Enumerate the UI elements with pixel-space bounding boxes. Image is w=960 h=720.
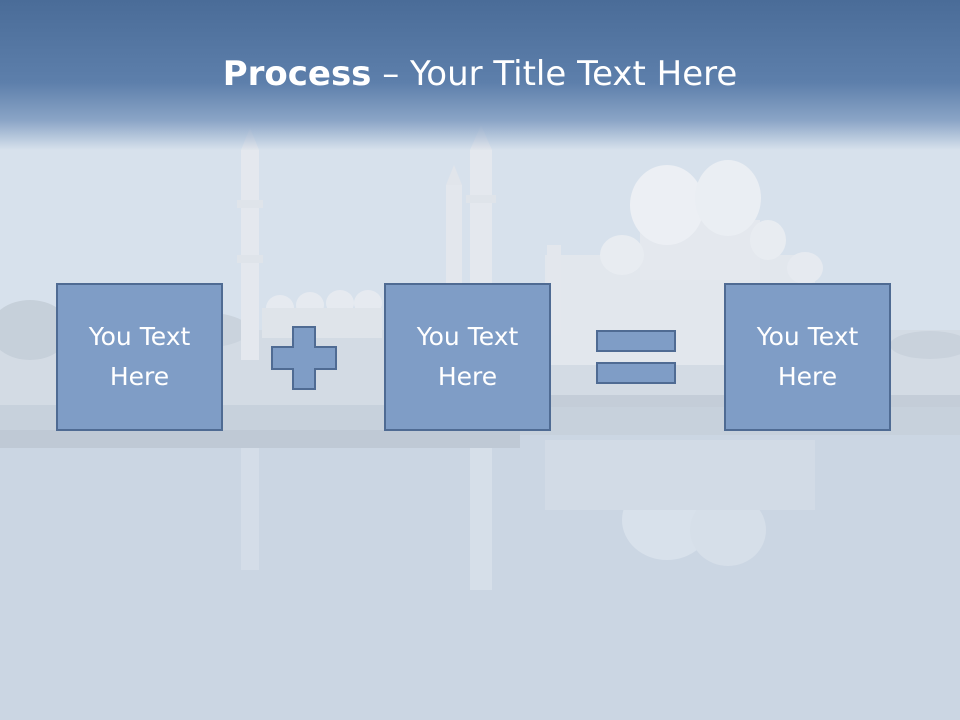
slide-title[interactable]: Process – Your Title Text Here <box>0 52 960 96</box>
process-box-3[interactable]: You Text Here <box>724 283 891 431</box>
process-box-1[interactable]: You Text Here <box>56 283 223 431</box>
title-band <box>0 0 960 150</box>
plus-icon[interactable] <box>271 326 337 390</box>
process-box-2[interactable]: You Text Here <box>384 283 551 431</box>
title-rest-part: – Your Title Text Here <box>371 54 738 94</box>
equals-icon[interactable] <box>596 330 676 384</box>
title-bold-part: Process <box>222 54 372 94</box>
